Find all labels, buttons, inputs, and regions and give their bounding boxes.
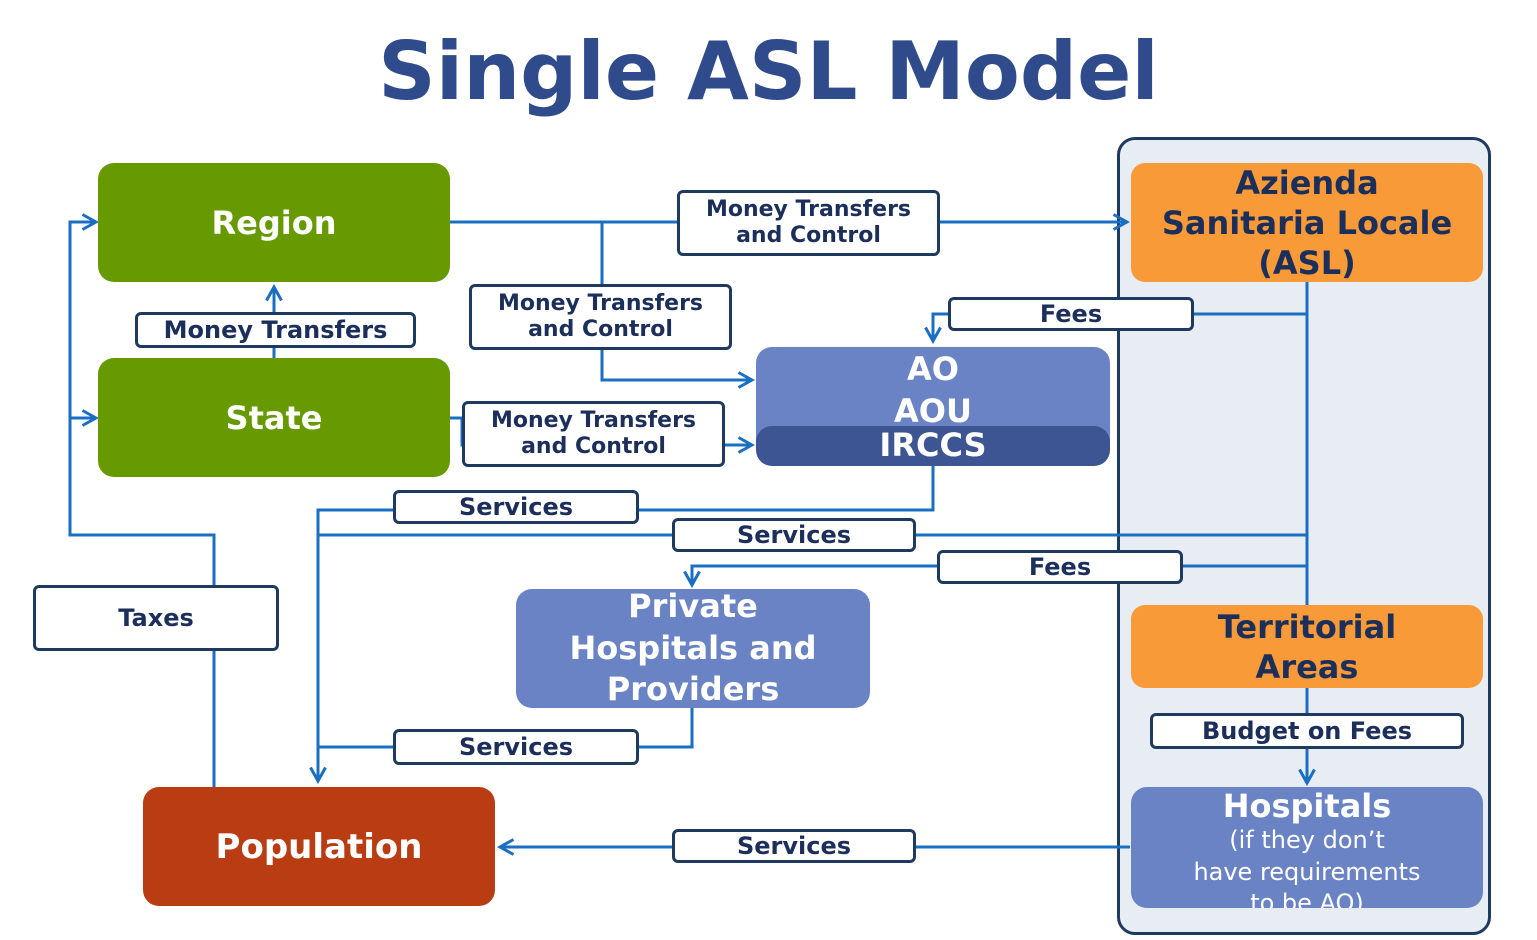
- hospitals-title: Hospitals: [1222, 787, 1392, 825]
- private-hospitals-node: Private Hospitals and Providers: [516, 587, 870, 709]
- label-budget-on-fees: Budget on Fees: [1150, 713, 1464, 749]
- label-state-region-money: Money Transfers: [135, 312, 416, 348]
- hospitals-note-2: have requirements: [1193, 857, 1421, 886]
- label-hospitals-services: Services: [672, 829, 916, 863]
- region-label: Region: [211, 203, 337, 242]
- territorial-line-1: Territorial: [1217, 607, 1397, 646]
- label-asl-ao-fees: Fees: [948, 297, 1194, 331]
- region-to-ao-line: [600, 222, 752, 380]
- private-line-1: Private: [628, 587, 758, 626]
- region-node: Region: [98, 163, 450, 282]
- taxes-line: [68, 222, 216, 787]
- population-node: Population: [143, 787, 495, 906]
- label-asl-private-fees: Fees: [937, 550, 1183, 584]
- hospitals-note-1: (if they don’t: [1229, 826, 1385, 855]
- hospitals-note-3: to be AO): [1250, 888, 1364, 908]
- asl-line-3: (ASL): [1258, 243, 1356, 282]
- ao-label: AO: [907, 350, 959, 388]
- label-private-services: Services: [393, 729, 639, 765]
- label-taxes: Taxes: [33, 585, 279, 651]
- label-state-ao-money: Money Transfers and Control: [462, 401, 725, 467]
- label-region-asl-money: Money Transfers and Control: [677, 190, 940, 256]
- label-asl-services: Services: [672, 518, 916, 552]
- state-node: State: [98, 358, 450, 477]
- population-label: Population: [215, 826, 423, 867]
- private-line-2: Hospitals and: [569, 628, 817, 667]
- label-ao-services: Services: [393, 490, 639, 524]
- hospitals-node: Hospitals (if they don’t have requiremen…: [1131, 787, 1483, 908]
- asl-node: Azienda Sanitaria Locale (ASL): [1131, 163, 1483, 282]
- label-region-ao-money: Money Transfers and Control: [469, 284, 732, 350]
- asl-line-2: Sanitaria Locale: [1161, 203, 1453, 242]
- territorial-areas-node: Territorial Areas: [1131, 605, 1483, 688]
- asl-line-1: Azienda: [1235, 163, 1379, 202]
- irccs-label: IRCCS: [879, 426, 987, 465]
- private-line-3: Providers: [606, 670, 780, 709]
- ao-node: AO AOU IRCCS: [756, 347, 1110, 466]
- state-label: State: [225, 398, 323, 437]
- diagram-title: Single ASL Model: [378, 25, 1159, 118]
- irccs-band: IRCCS: [756, 426, 1110, 466]
- territorial-line-2: Areas: [1255, 647, 1359, 686]
- aou-label: AOU: [894, 391, 972, 430]
